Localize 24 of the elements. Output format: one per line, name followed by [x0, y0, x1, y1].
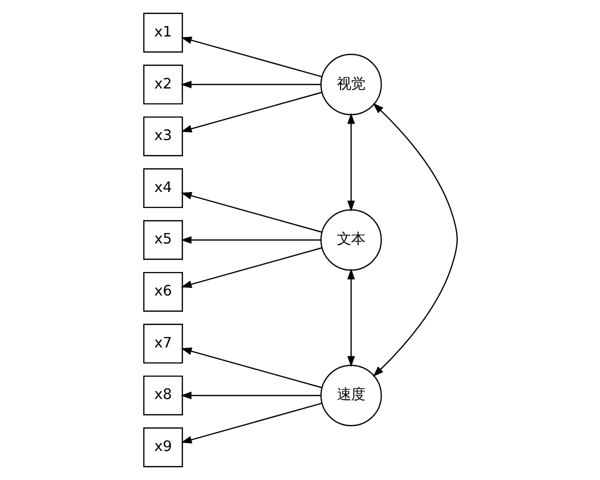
node-box: x5 — [142, 220, 182, 260]
arrow — [180, 92, 322, 132]
node-box: x3 — [142, 116, 182, 156]
node-circle: 视觉 — [320, 54, 382, 116]
arrow — [180, 247, 322, 288]
node-box: x2 — [142, 64, 182, 104]
arrow — [180, 392, 320, 400]
node-circle: 速度 — [320, 364, 382, 426]
node-box: x8 — [142, 376, 182, 416]
arrow — [180, 80, 320, 88]
arrow — [372, 103, 458, 377]
arrow — [180, 402, 322, 444]
node-circle: 文本 — [320, 209, 382, 271]
arrow — [346, 113, 354, 212]
arrow — [180, 236, 320, 244]
node-box: x4 — [142, 168, 182, 208]
arrow — [180, 36, 322, 78]
node-box: x7 — [142, 324, 182, 364]
node-box: x9 — [142, 427, 182, 468]
node-box: x6 — [142, 272, 182, 312]
node-box: x1 — [142, 12, 182, 53]
arrow — [180, 348, 322, 388]
arrow — [346, 268, 354, 367]
arrow — [180, 192, 322, 233]
